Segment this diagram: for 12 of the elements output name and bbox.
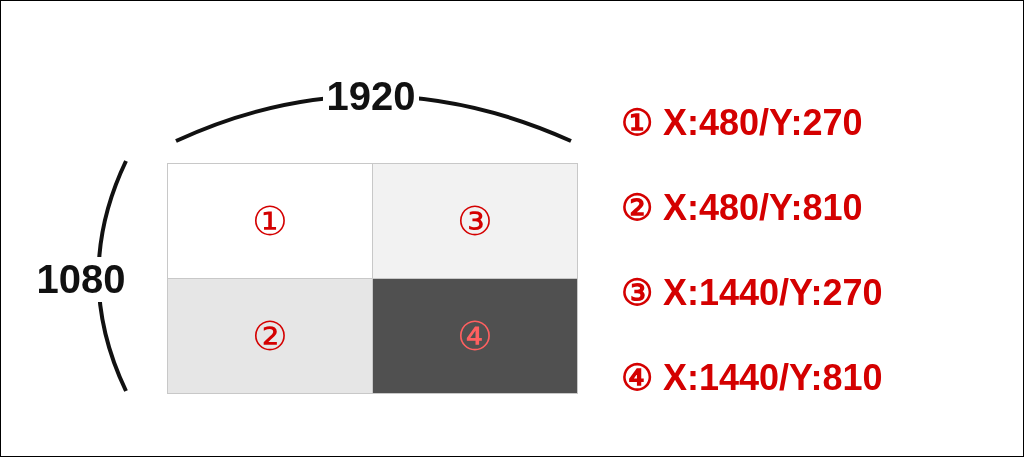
quadrant-number: ④ xyxy=(457,313,493,359)
screen-quadrant xyxy=(167,278,373,394)
coordinate-text: ④ X:1440/Y:810 xyxy=(621,357,883,399)
screen-quadrant xyxy=(372,278,578,394)
screen-quadrant xyxy=(372,163,578,279)
coordinate-text: ③ X:1440/Y:270 xyxy=(621,272,883,314)
quadrant-number: ③ xyxy=(457,198,493,244)
quadrant-number: ① xyxy=(252,198,288,244)
quadrant-number: ② xyxy=(252,313,288,359)
coordinate-text: ① X:480/Y:270 xyxy=(621,102,863,144)
coordinate-text: ② X:480/Y:810 xyxy=(621,187,863,229)
screen-quadrant xyxy=(167,163,373,279)
